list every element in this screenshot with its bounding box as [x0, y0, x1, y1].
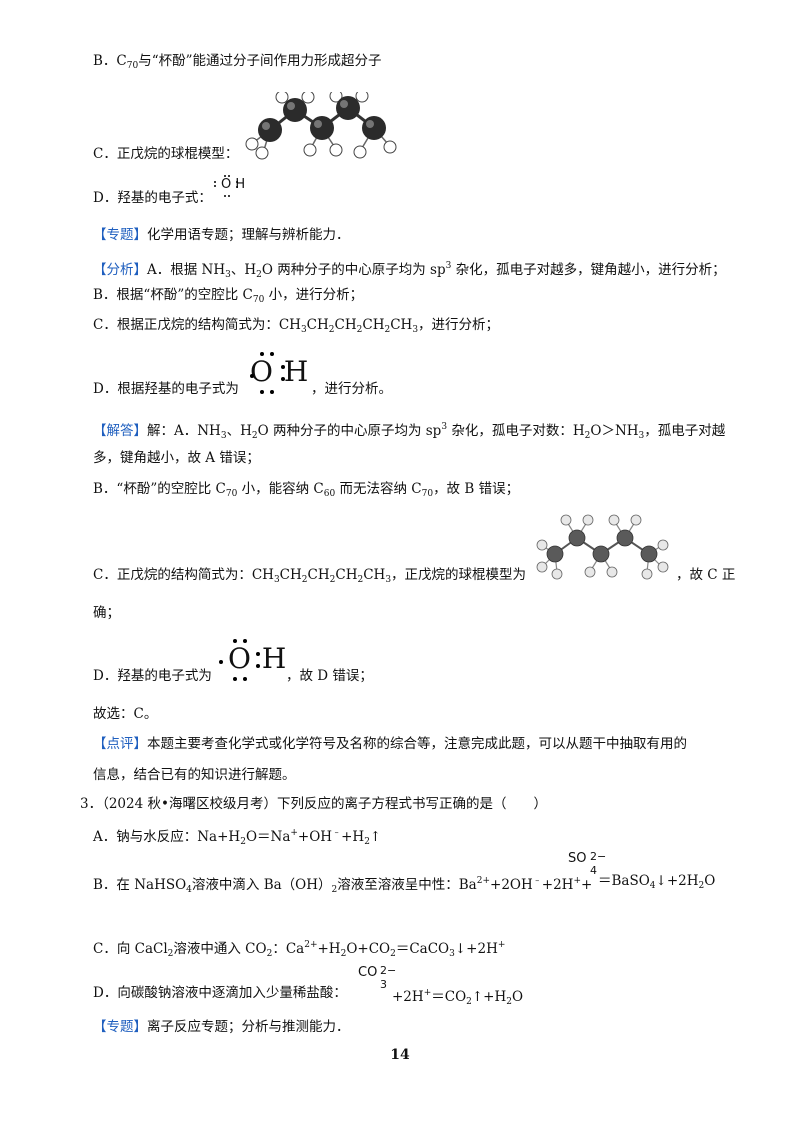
hydroxyl-electron-formula-large: O H — [250, 355, 310, 388]
zhuanti-line: 【专题】化学用语专题；理解与辨析能力． — [93, 227, 350, 243]
option-b: B．C70与“杯酚”能通过分子间作用力形成超分子 — [93, 53, 382, 71]
electron-dot — [250, 374, 254, 378]
q3-option-a: A．钠与水反应：Na+H2O＝Na++OH﹣+H2↑ — [93, 828, 382, 847]
electron-dot — [243, 639, 247, 643]
jieda-line-6a: D．羟基的电子式为 — [93, 668, 212, 684]
electron-dot — [236, 186, 238, 188]
electron-dot — [270, 390, 274, 394]
electron-dot — [260, 352, 264, 356]
jieda-line-3: B．“杯酚”的空腔比 C70 小，能容纳 C60 而无法容纳 C70，故 B 错… — [93, 481, 520, 499]
jieda-line-7: 故选：C。 — [93, 706, 158, 722]
hydroxyl-electron-formula-small: O H — [221, 177, 246, 192]
pentane-ball-stick-model-detailed — [536, 514, 669, 580]
page-number: 14 — [390, 1047, 410, 1063]
option-d: D．羟基的电子式： — [93, 190, 212, 206]
electron-dot — [224, 195, 226, 197]
jieda-line-6b: ，故 D 错误； — [286, 668, 373, 684]
dianping-line-1: 【点评】本题主要考查化学式或化学符号及名称的综合等，注意完成此题，可以从题干中抽… — [93, 736, 687, 752]
jieda-line-4b: ，故 C 正 — [676, 567, 736, 583]
q3-option-b: B．在 NaHSO4溶液中滴入 Ba（OH）2溶液至溶液呈中性：Ba2++2OH… — [93, 876, 593, 895]
jieda-line-4a: C．正戊烷的结构简式为：CH3CH2CH2CH2CH3，正戊烷的球棍模型为 — [93, 567, 527, 585]
jieda-line-5: 确； — [93, 605, 120, 621]
electron-dot — [260, 390, 264, 394]
q3-option-b-end: ＝BaSO4↓+2H2O — [598, 873, 716, 891]
fenxi-line-4a: D．根据羟基的电子式为 — [93, 381, 239, 397]
electron-dot — [236, 181, 238, 183]
electron-dot — [228, 195, 230, 197]
q3-option-c: C．向 CaCl2溶液中通入 CO2：Ca2++H2O+CO2＝CaCO3↓+2… — [93, 940, 506, 959]
question-3-stem: 3．（2024 秋•海曙区校级月考）下列反应的离子方程式书写正确的是（ ） — [80, 796, 547, 812]
fenxi-line-3: C．根据正戊烷的结构简式为：CH3CH2CH2CH2CH3，进行分析； — [93, 317, 500, 335]
jieda-line-2: 多，键角越小，故 A 错误； — [93, 450, 260, 466]
electron-dot — [233, 639, 237, 643]
electron-dot — [243, 677, 247, 681]
fenxi-line-1: 【分析】A．根据 NH3、H2O 两种分子的中心原子均为 sp3 杂化，孤电子对… — [93, 261, 726, 280]
electron-dot — [256, 652, 260, 656]
electron-dot — [228, 175, 230, 177]
electron-dot — [256, 664, 260, 668]
q3-option-d-end: +2H+＝CO2↑+H2O — [392, 988, 524, 1007]
electron-dot — [224, 175, 226, 177]
dianping-line-2: 信息，结合已有的知识进行解题。 — [93, 767, 296, 783]
fenxi-line-4b: ，进行分析。 — [311, 381, 392, 397]
electron-dot — [270, 352, 274, 356]
electron-dot — [214, 181, 216, 183]
electron-dot — [219, 660, 223, 664]
electron-dot — [281, 365, 285, 369]
electron-dot — [214, 185, 216, 187]
electron-dot — [233, 677, 237, 681]
q3-option-d: D．向碳酸钠溶液中逐滴加入少量稀盐酸： — [93, 985, 347, 1001]
pentane-ball-stick-model — [245, 92, 397, 160]
option-c: C．正戊烷的球棍模型： — [93, 146, 239, 162]
q3-zhuanti: 【专题】离子反应专题；分析与推测能力． — [93, 1019, 350, 1035]
jieda-line-1: 【解答】解：A．NH3、H2O 两种分子的中心原子均为 sp3 杂化，孤电子对数… — [93, 422, 726, 441]
electron-dot — [281, 377, 285, 381]
fenxi-line-2: B．根据“杯酚”的空腔比 C70 小，进行分析； — [93, 287, 364, 305]
hydroxyl-electron-formula-large-2: O H — [228, 642, 288, 675]
